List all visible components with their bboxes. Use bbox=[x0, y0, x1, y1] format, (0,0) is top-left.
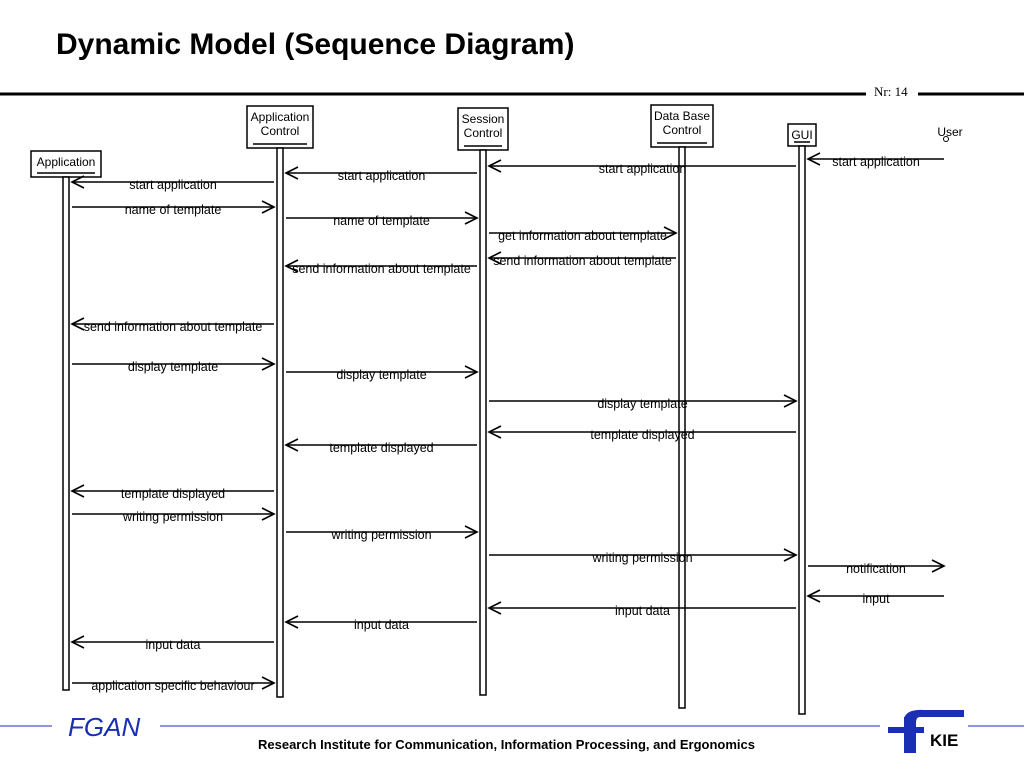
message-arrowhead bbox=[487, 159, 502, 173]
slide-title: Dynamic Model (Sequence Diagram) bbox=[56, 28, 575, 61]
message-label: writing permission bbox=[591, 551, 692, 565]
message-arrowhead bbox=[487, 251, 502, 265]
message-label: name of template bbox=[125, 203, 222, 217]
lifeline-label-appctrl: Control bbox=[261, 124, 300, 138]
message-label: application specific behaviour bbox=[91, 679, 254, 693]
message-arrowhead bbox=[806, 589, 821, 603]
message-label: display template bbox=[128, 360, 218, 374]
message-arrowhead bbox=[487, 601, 502, 615]
message-label: input bbox=[862, 592, 890, 606]
message-label: input data bbox=[146, 638, 201, 652]
message-arrowhead bbox=[464, 365, 479, 379]
message-arrowhead bbox=[70, 317, 85, 331]
message-arrowhead bbox=[284, 166, 299, 180]
activation-bar-appctrl bbox=[276, 147, 284, 698]
lifeline-box-db bbox=[650, 104, 714, 148]
message-label: input data bbox=[354, 618, 409, 632]
message-label: send information about template bbox=[292, 262, 471, 276]
message-label: send information about template bbox=[84, 320, 263, 334]
lifeline-label-app: Application bbox=[37, 155, 96, 169]
message-arrowhead bbox=[464, 525, 479, 539]
lifeline-label-db: Data Base bbox=[654, 109, 710, 123]
message-arrowhead bbox=[261, 200, 276, 214]
message-label: display template bbox=[336, 368, 426, 382]
lifeline-label-db: Control bbox=[663, 123, 702, 137]
message-arrowhead bbox=[284, 438, 299, 452]
message-label: start application bbox=[832, 155, 920, 169]
lifeline-label-gui: GUI bbox=[791, 128, 812, 142]
message-arrowhead bbox=[806, 152, 821, 166]
message-arrowhead bbox=[261, 676, 276, 690]
message-arrowhead bbox=[261, 507, 276, 521]
message-label: start application bbox=[599, 162, 687, 176]
slide-number: Nr: 14 bbox=[874, 84, 908, 99]
message-arrowhead bbox=[783, 394, 798, 408]
footer-organization: Research Institute for Communication, In… bbox=[258, 737, 755, 752]
message-arrowhead bbox=[70, 635, 85, 649]
lifeline-label-user: User bbox=[937, 125, 962, 139]
message-label: name of template bbox=[333, 214, 430, 228]
message-label: template displayed bbox=[121, 487, 225, 501]
activation-bar-gui bbox=[798, 145, 806, 715]
message-label: send information about template bbox=[493, 254, 672, 268]
kie-logo: KIE bbox=[884, 707, 964, 755]
message-arrowhead bbox=[70, 175, 85, 189]
message-arrowhead bbox=[783, 548, 798, 562]
fgan-logo: FGAN bbox=[68, 712, 141, 742]
activation-bar-session bbox=[479, 149, 487, 696]
activation-bar-db bbox=[678, 146, 686, 709]
message-label: writing permission bbox=[330, 528, 431, 542]
message-arrowhead bbox=[70, 484, 85, 498]
message-label: input data bbox=[615, 604, 670, 618]
message-label: notification bbox=[846, 562, 906, 576]
actor-icon bbox=[943, 136, 949, 142]
message-arrowhead bbox=[487, 425, 502, 439]
lifeline-label-appctrl: Application bbox=[251, 110, 310, 124]
message-arrowhead bbox=[284, 615, 299, 629]
message-label: display template bbox=[597, 397, 687, 411]
kie-logo-mark bbox=[888, 709, 964, 753]
message-label: writing permission bbox=[122, 510, 223, 524]
lifeline-box-appctrl bbox=[246, 105, 314, 149]
message-arrowhead bbox=[931, 559, 946, 573]
message-arrowhead bbox=[663, 226, 678, 240]
message-arrowhead bbox=[284, 259, 299, 273]
diagram-layer: ApplicationApplicationControlSessionCont… bbox=[30, 104, 963, 715]
activation-bar-app bbox=[62, 176, 70, 691]
message-label: template displayed bbox=[329, 441, 433, 455]
message-label: start application bbox=[129, 178, 217, 192]
message-arrowhead bbox=[464, 211, 479, 225]
message-arrowhead bbox=[261, 357, 276, 371]
message-label: template displayed bbox=[590, 428, 694, 442]
message-label: get information about template bbox=[498, 229, 667, 243]
kie-logo-text: KIE bbox=[930, 731, 959, 750]
lifeline-label-session: Control bbox=[464, 126, 503, 140]
message-label: start application bbox=[338, 169, 426, 183]
lifeline-label-session: Session bbox=[462, 112, 505, 126]
